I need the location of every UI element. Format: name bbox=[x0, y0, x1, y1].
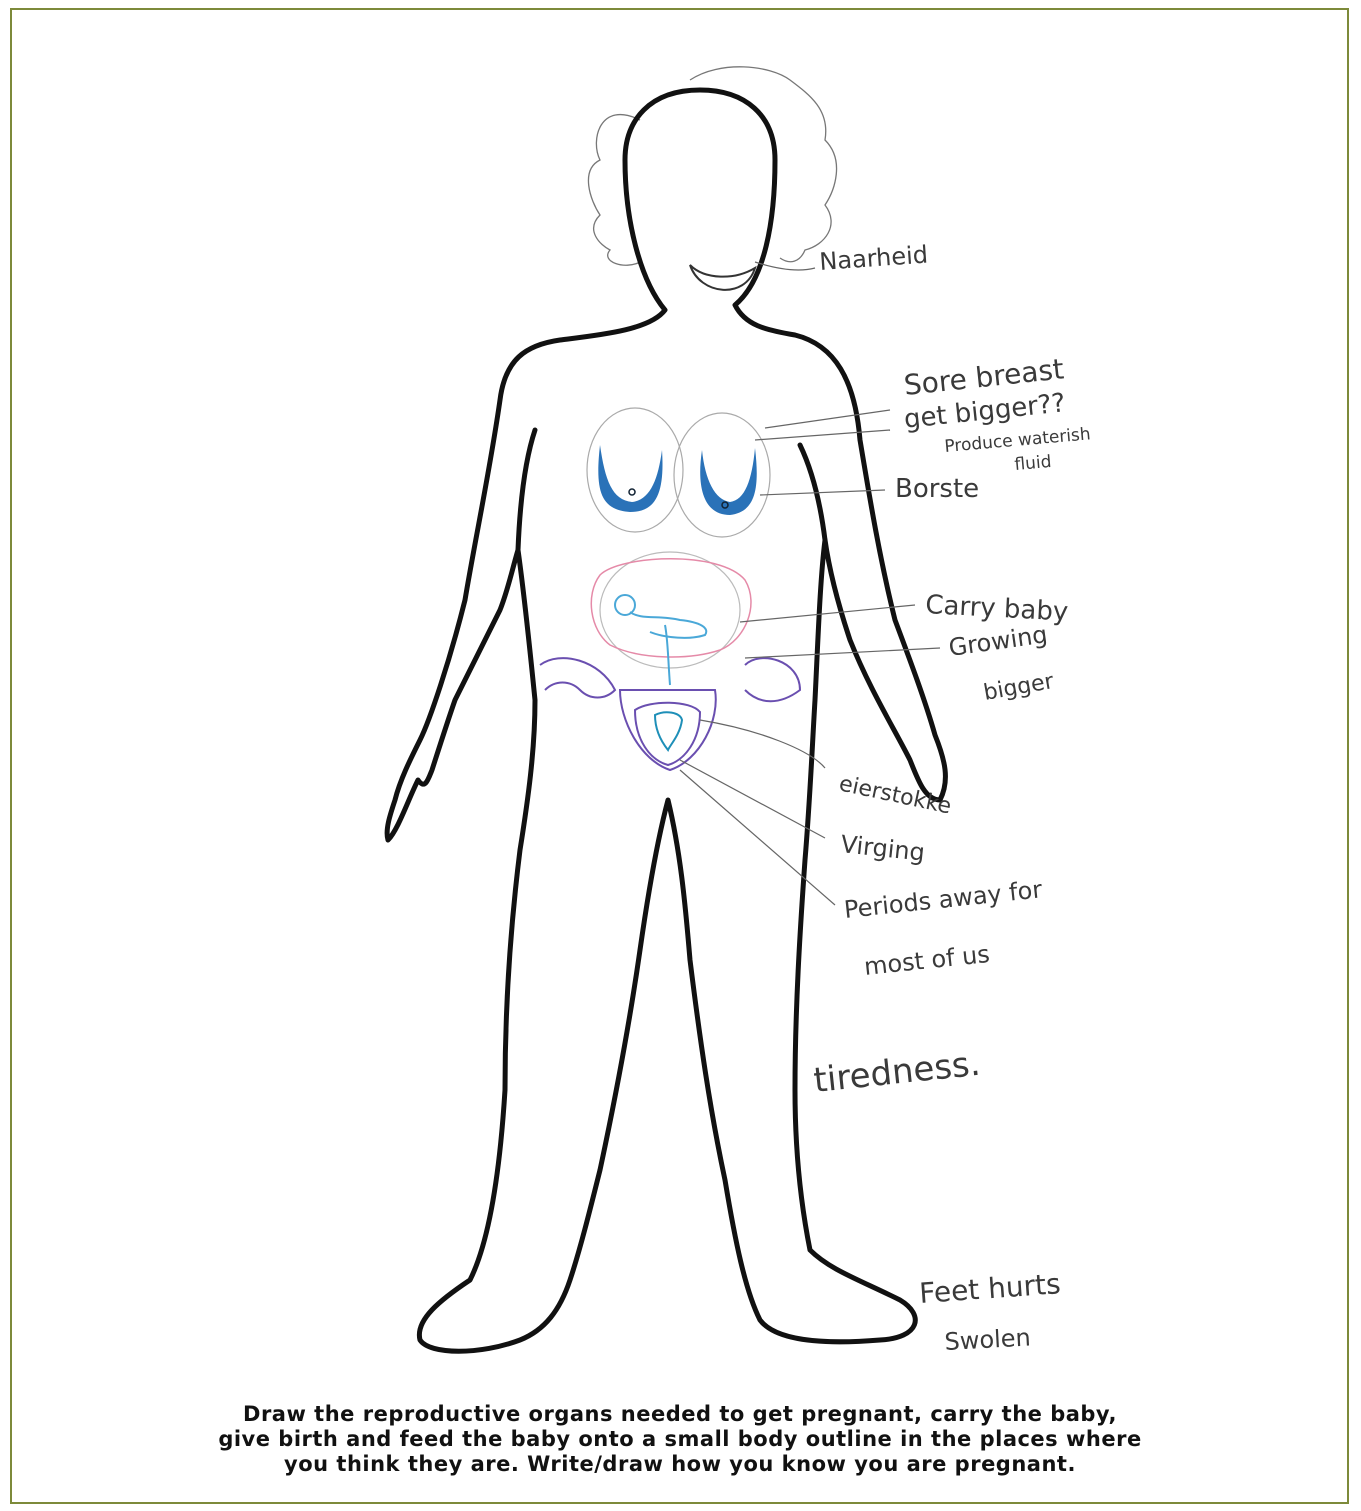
annotation-feet-1: Feet hurts bbox=[918, 1267, 1061, 1310]
annotation-periods-1: Periods away for bbox=[843, 875, 1044, 924]
smile bbox=[690, 265, 755, 290]
annotation-growing: Growing bbox=[947, 620, 1049, 662]
caption-line-1: Draw the reproductive organs needed to g… bbox=[20, 1402, 1340, 1427]
body-outline bbox=[387, 90, 945, 1351]
annotation-feet-2: Swolen bbox=[944, 1324, 1032, 1356]
annotation-periods-2: most of us bbox=[863, 940, 991, 981]
annotation-eierstokke: eierstokke bbox=[837, 771, 954, 819]
annotation-produce-2: fluid bbox=[1014, 452, 1053, 475]
instruction-caption: Draw the reproductive organs needed to g… bbox=[20, 1402, 1340, 1477]
annotation-carry-baby: Carry baby bbox=[925, 590, 1069, 627]
breasts-drawing bbox=[587, 408, 770, 537]
annotation-bigger: bigger bbox=[982, 669, 1057, 706]
annotation-tiredness: tiredness. bbox=[812, 1044, 982, 1101]
caption-line-2: give birth and feed the baby onto a smal… bbox=[20, 1427, 1340, 1452]
annotation-naarheid: Naarheid bbox=[818, 240, 928, 276]
annotation-produce-1: Produce waterish bbox=[944, 424, 1092, 457]
baby-drawing bbox=[615, 595, 706, 685]
left-arm-inner bbox=[518, 430, 535, 550]
annotation-virging: Virging bbox=[839, 830, 926, 867]
caption-line-3: you think they are. Write/draw how you k… bbox=[20, 1452, 1340, 1477]
annotation-borste: Borste bbox=[895, 474, 979, 504]
